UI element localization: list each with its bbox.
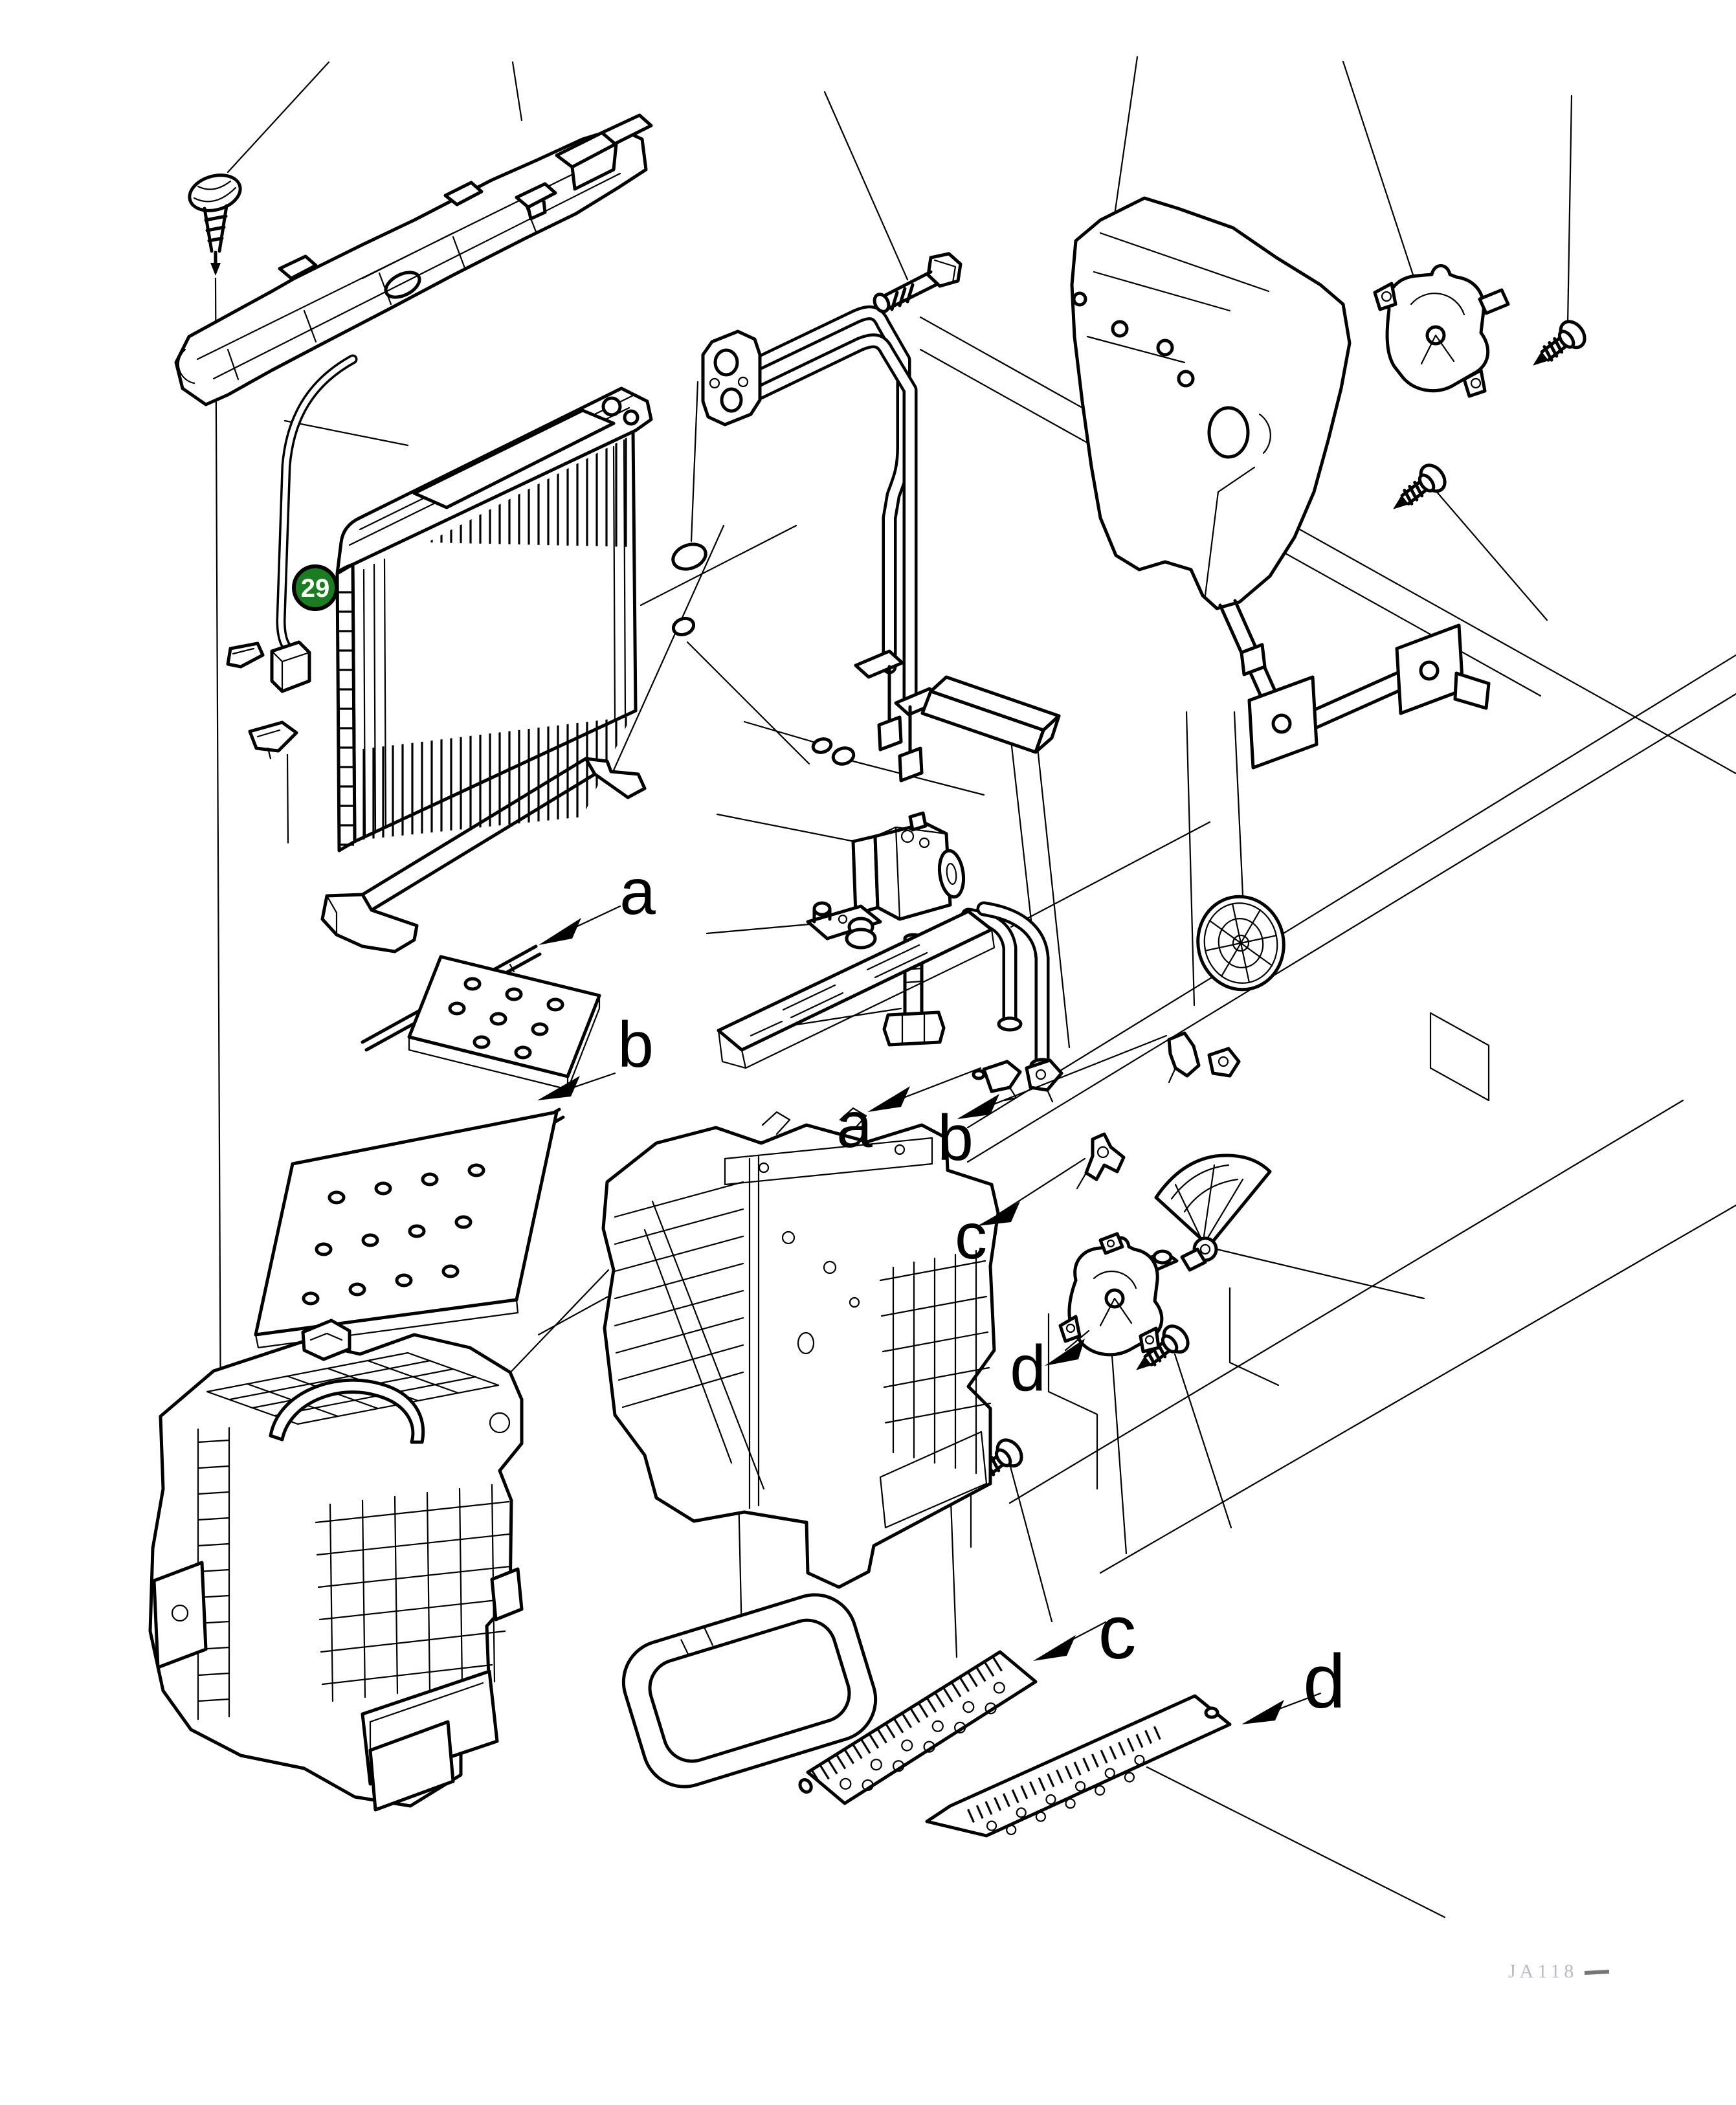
screw-housing-2 (1393, 463, 1447, 509)
o-ring-valve-2 (831, 746, 856, 766)
drain-hose (226, 354, 358, 693)
balloon-circle[interactable] (292, 564, 339, 611)
callout-arrows (537, 905, 1322, 1724)
screw-servo-lower (1136, 1324, 1190, 1370)
lever-clip-2 (1207, 1047, 1241, 1078)
servo-motor-lower (1058, 1232, 1164, 1357)
seal-strip-c (798, 1650, 1038, 1805)
sector-gear (1154, 1153, 1272, 1272)
crank-lever-c (1076, 1132, 1126, 1190)
callout-plate-a: a (619, 856, 656, 928)
pipe-clip-b (1025, 1058, 1063, 1103)
damper-plate-b (254, 1108, 565, 1349)
fan-impeller (1196, 895, 1285, 992)
servo-motor-upper (1373, 264, 1510, 398)
sensor-clamp (806, 901, 882, 950)
watermark-text: JA118 (1508, 1961, 1577, 1982)
expansion-valve (851, 811, 966, 921)
screw-housing-1 (1533, 320, 1586, 366)
evaporator-core (335, 386, 653, 852)
heater-case (601, 1107, 1000, 1589)
flange-bolt (873, 252, 963, 313)
callout-bottom-d: d (1303, 1639, 1346, 1724)
air-duct-assembly (174, 113, 653, 407)
seal-plate (320, 757, 647, 953)
callout-mid-a: a (836, 1089, 873, 1161)
screw-case (970, 1438, 1023, 1484)
heater-core-pipes (717, 901, 1055, 1073)
callout-bottom-c: c (1098, 1590, 1137, 1675)
tapping-screw-top (188, 173, 242, 276)
pipe-clip-a (972, 1060, 1022, 1102)
seal-strip-d (925, 1694, 1232, 1838)
o-ring-large (671, 542, 707, 571)
callout-mid-b: b (937, 1102, 974, 1174)
callout-mid-d: d (1010, 1332, 1046, 1405)
o-ring-valve-1 (811, 737, 833, 754)
phantom-lines (537, 316, 1736, 1574)
callout-mid-c: c (955, 1200, 987, 1273)
foam-seal-block (920, 675, 1061, 754)
callout-plate-b: b (618, 1008, 654, 1081)
watermark: JA118 (1508, 1961, 1610, 1982)
refrigerant-pipes (701, 305, 944, 783)
upper-housing (1070, 196, 1352, 610)
damper-plate-a (361, 944, 601, 1091)
gasket-loop (621, 1593, 878, 1788)
blower-case (148, 1319, 524, 1812)
o-ring-small (671, 616, 696, 637)
part-balloon-29[interactable]: 29 (292, 564, 339, 611)
balloon-number: 29 (301, 574, 330, 603)
hose-clip (248, 720, 298, 760)
mounting-bracket (1218, 599, 1491, 770)
lever-clip-1 (1167, 1031, 1201, 1084)
